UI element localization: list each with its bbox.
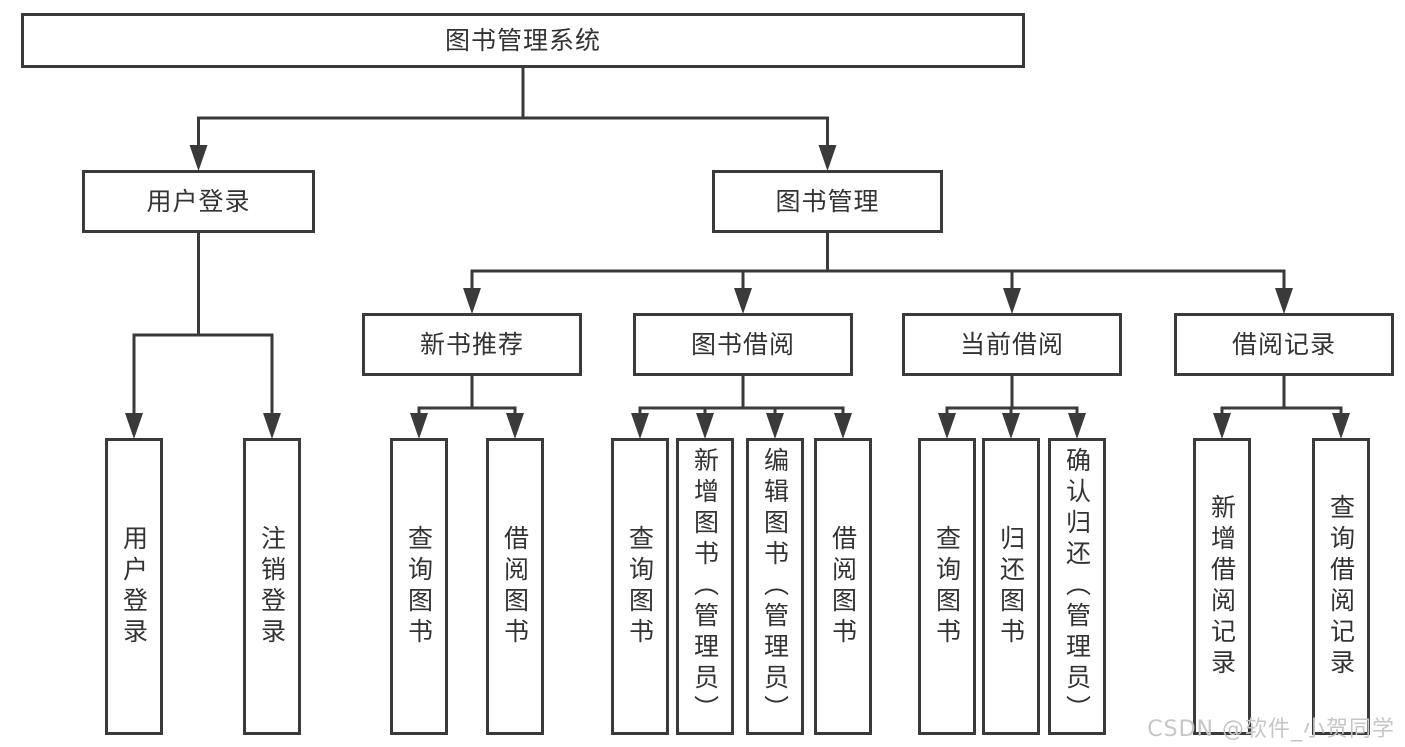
arrowhead-icon <box>938 413 956 439</box>
node-leaf-confirm-return: 确认归还（管理员） <box>1048 438 1106 735</box>
node-leaf-edit-book: 编辑图书（管理员） <box>746 438 804 735</box>
arrowhead-icon <box>1275 288 1293 314</box>
node-label: 新增图书（管理员） <box>690 447 720 726</box>
arrowhead-icon <box>766 413 784 439</box>
watermark: CSDN @软件_小贺同学 <box>1147 717 1395 742</box>
node-label: 查询图书 <box>404 524 434 649</box>
node-current-borrow: 当前借阅 <box>902 313 1122 376</box>
arrowhead-icon <box>1068 413 1086 439</box>
arrowhead-icon <box>631 413 649 439</box>
node-label: 借阅图书 <box>500 524 530 649</box>
node-label: 归还图书 <box>996 524 1026 649</box>
arrowhead-icon <box>410 413 428 439</box>
node-label: 查询借阅记录 <box>1326 493 1356 680</box>
node-label: 图书管理系统 <box>444 26 601 55</box>
node-leaf-borrow-book-1: 借阅图书 <box>486 438 544 735</box>
node-label: 确认归还（管理员） <box>1062 447 1092 726</box>
arrowhead-icon <box>125 413 143 439</box>
node-book-management-group: 图书管理 <box>712 170 943 233</box>
arrowhead-icon <box>734 288 752 314</box>
arrowhead-icon <box>463 288 481 314</box>
arrowhead-icon <box>1213 413 1231 439</box>
node-label: 图书借阅 <box>690 330 795 359</box>
node-label: 用户登录 <box>146 187 251 216</box>
arrowhead-icon <box>1003 288 1021 314</box>
node-leaf-add-borrow-record: 新增借阅记录 <box>1193 438 1251 735</box>
arrowhead-icon <box>506 413 524 439</box>
node-leaf-query-borrow-record: 查询借阅记录 <box>1312 438 1370 735</box>
node-book-borrow: 图书借阅 <box>633 313 853 376</box>
node-label: 当前借阅 <box>959 330 1064 359</box>
node-leaf-return-book: 归还图书 <box>982 438 1040 735</box>
node-new-book-recommend: 新书推荐 <box>362 313 582 376</box>
node-leaf-borrow-book-2: 借阅图书 <box>814 438 872 735</box>
node-leaf-query-book-1: 查询图书 <box>390 438 448 735</box>
node-label: 图书管理 <box>775 187 880 216</box>
node-label: 新增借阅记录 <box>1207 493 1237 680</box>
arrowhead-icon <box>189 145 208 171</box>
node-label: 借阅图书 <box>828 524 858 649</box>
node-leaf-add-book: 新增图书（管理员） <box>676 438 734 735</box>
node-label: 查询图书 <box>932 524 962 649</box>
arrowhead-icon <box>818 145 837 171</box>
node-label: 借阅记录 <box>1231 330 1336 359</box>
node-leaf-query-book-3: 查询图书 <box>918 438 976 735</box>
node-root: 图书管理系统 <box>21 13 1025 68</box>
node-leaf-user-login: 用户登录 <box>105 438 163 735</box>
arrowhead-icon <box>1002 413 1020 439</box>
arrowhead-icon <box>1332 413 1350 439</box>
node-label: 用户登录 <box>119 524 149 649</box>
node-leaf-query-book-2: 查询图书 <box>611 438 669 735</box>
arrowhead-icon <box>696 413 714 439</box>
node-borrow-records: 借阅记录 <box>1174 313 1394 376</box>
node-leaf-logout: 注销登录 <box>243 438 301 735</box>
node-label: 编辑图书（管理员） <box>760 447 790 726</box>
node-label: 新书推荐 <box>419 330 524 359</box>
node-label: 注销登录 <box>257 524 287 649</box>
arrowhead-icon <box>834 413 852 439</box>
node-label: 查询图书 <box>625 524 655 649</box>
arrowhead-icon <box>263 413 281 439</box>
node-user-login-group: 用户登录 <box>82 170 315 233</box>
